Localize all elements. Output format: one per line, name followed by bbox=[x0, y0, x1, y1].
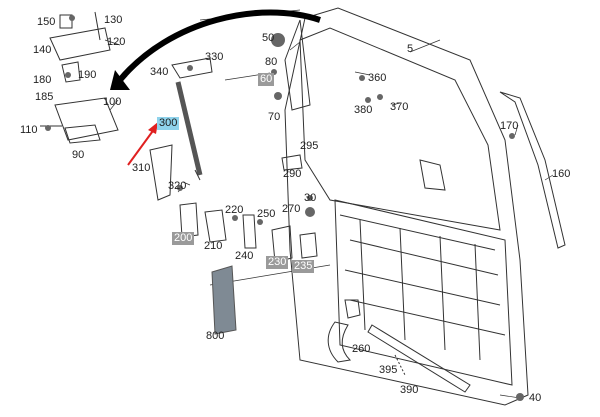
callout-arrow bbox=[127, 127, 156, 166]
motion-arrow bbox=[117, 9, 321, 82]
callout-360: 360 bbox=[368, 72, 387, 84]
hinge-bracket bbox=[49, 27, 111, 61]
callout-30: 30 bbox=[304, 192, 317, 204]
callout-330: 330 bbox=[205, 51, 224, 63]
callout-190: 190 bbox=[78, 69, 97, 81]
callout-230-boxed: 230 bbox=[266, 256, 289, 269]
tailgate-inner-window bbox=[299, 27, 501, 231]
callout-80: 80 bbox=[265, 56, 278, 68]
callout-160: 160 bbox=[552, 168, 571, 180]
callout-370: 370 bbox=[390, 101, 409, 113]
callout-140: 140 bbox=[33, 44, 52, 56]
callout-60-boxed: 60 bbox=[258, 73, 275, 86]
callout-260: 260 bbox=[352, 343, 371, 355]
callout-100: 100 bbox=[103, 96, 122, 108]
callout-5: 5 bbox=[407, 43, 414, 55]
gas-strut bbox=[175, 81, 203, 176]
callout-110: 110 bbox=[20, 124, 38, 136]
callout-70: 70 bbox=[268, 111, 281, 123]
callout-390: 390 bbox=[400, 384, 419, 396]
tailgate-outline bbox=[284, 7, 529, 406]
callout-240: 240 bbox=[235, 250, 254, 262]
callout-210: 210 bbox=[204, 240, 223, 252]
trim-panel bbox=[211, 265, 237, 335]
callout-395: 395 bbox=[379, 364, 398, 376]
weather-strip bbox=[499, 91, 566, 249]
tailgate-lower-panel bbox=[334, 199, 513, 386]
callout-180: 180 bbox=[33, 74, 52, 86]
callout-320: 320 bbox=[168, 180, 187, 192]
callout-150: 150 bbox=[37, 16, 56, 28]
callout-50: 50 bbox=[262, 32, 275, 44]
callout-290: 290 bbox=[283, 168, 302, 180]
callout-295: 295 bbox=[300, 140, 319, 152]
callout-235-boxed: 235 bbox=[292, 260, 315, 273]
callout-120: 120 bbox=[107, 36, 126, 48]
callout-40: 40 bbox=[529, 392, 542, 404]
callout-170: 170 bbox=[500, 120, 519, 132]
callout-200-boxed: 200 bbox=[172, 232, 195, 245]
callout-380: 380 bbox=[354, 104, 373, 116]
callout-340: 340 bbox=[150, 66, 169, 78]
callout-185: 185 bbox=[35, 91, 54, 103]
bottom-trim bbox=[367, 324, 471, 393]
callout-300-highlighted: 300 bbox=[157, 117, 180, 130]
callout-90: 90 bbox=[72, 149, 85, 161]
callout-220: 220 bbox=[225, 204, 244, 216]
callout-310: 310 bbox=[132, 162, 151, 174]
callout-250: 250 bbox=[257, 208, 276, 220]
callout-270: 270 bbox=[282, 203, 301, 215]
callout-800: 800 bbox=[206, 330, 225, 342]
callout-130: 130 bbox=[104, 14, 123, 26]
